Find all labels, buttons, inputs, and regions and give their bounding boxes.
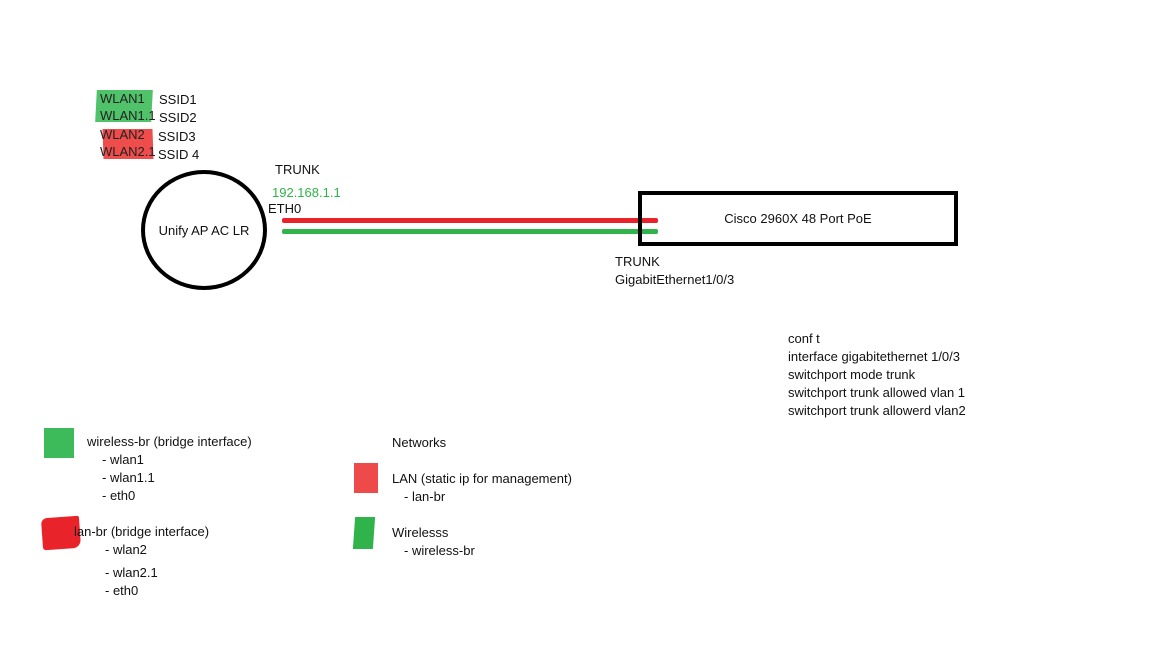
bridge-member: - wlan1 [102,452,144,467]
config-line: switchport trunk allowerd vlan2 [788,403,966,418]
ssid-label: SSID1 [159,92,197,107]
config-line: conf t [788,331,820,346]
bridge-member: - eth0 [102,488,136,503]
lan-bridge-title: lan-br (bridge interface) [74,524,210,539]
wireless-network-swatch [352,517,376,549]
config-line: switchport mode trunk [788,367,916,382]
bridge-member: - wlan2 [105,542,147,557]
lan-trunk-link [282,218,658,223]
wireless-trunk-link [282,229,658,234]
ssid-label: SSID3 [158,129,196,144]
access-point-node: Unify AP AC LR [141,170,267,290]
ap-port-label: ETH0 [268,201,302,216]
lan-network-swatch [354,463,378,493]
networks-title: Networks [392,435,447,450]
bridge-member: - wlan2.1 [105,565,158,580]
wireless-network-member: - wireless-br [404,543,475,558]
wlan-label: WLAN2 [100,127,145,142]
wireless-swatch [44,428,74,458]
wireless-network-title: Wirelesss [392,525,449,540]
config-line: switchport trunk allowed vlan 1 [788,385,966,400]
access-point-label: Unify AP AC LR [158,222,250,238]
ssid-label: SSID 4 [158,147,200,162]
bridge-member: - wlan1.1 [102,470,155,485]
bridge-member: - eth0 [105,583,139,598]
switch-port-label: GigabitEthernet1/0/3 [615,272,735,287]
ssid-label: SSID2 [159,110,197,125]
switch-label: Cisco 2960X 48 Port PoE [724,211,872,226]
switch-node: Cisco 2960X 48 Port PoE [638,191,958,246]
wlan-label: WLAN2.1 [100,144,156,159]
wlan-label: WLAN1.1 [100,108,156,123]
ap-ip-label: 192.168.1.1 [272,185,341,200]
lan-network-title: LAN (static ip for management) [392,471,572,486]
config-line: interface gigabitethernet 1/0/3 [788,349,961,364]
wireless-bridge-title: wireless-br (bridge interface) [87,434,252,449]
lan-network-member: - lan-br [404,489,446,504]
switch-trunk-label: TRUNK [615,254,660,269]
ap-trunk-label: TRUNK [275,162,320,177]
wlan-label: WLAN1 [100,91,145,106]
